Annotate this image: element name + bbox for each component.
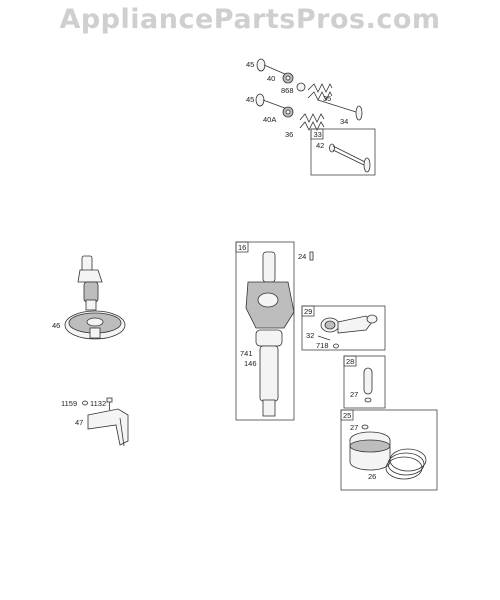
part-42-valve[interactable]: [329, 143, 371, 173]
part-1132-screw[interactable]: [106, 397, 113, 410]
label-27-piston: 27: [350, 423, 358, 432]
part-1159-washer[interactable]: [82, 400, 88, 406]
label-27-pin: 27: [350, 390, 358, 399]
part-24-key[interactable]: [309, 251, 314, 261]
watermark-text: AppliancePartsPros.com: [59, 4, 441, 35]
part-32-bolt[interactable]: [317, 335, 331, 341]
label-741: 741: [240, 349, 253, 358]
label-146: 146: [244, 359, 257, 368]
box-29: 29 32 718: [301, 305, 386, 351]
label-32: 32: [306, 331, 314, 340]
label-25: 25: [343, 411, 351, 420]
label-718: 718: [316, 341, 329, 350]
part-40-seal[interactable]: [282, 72, 294, 84]
box-33: 33 42: [310, 128, 376, 176]
box-16: 16 741 146: [235, 241, 295, 421]
label-47: 47: [75, 418, 83, 427]
part-34-valve[interactable]: [317, 99, 363, 121]
part-28-piston-pin[interactable]: [363, 367, 373, 395]
label-868: 868: [281, 86, 294, 95]
label-1132: 1132: [90, 399, 106, 408]
part-29-connecting-rod[interactable]: [320, 314, 378, 334]
part-35-spring[interactable]: [307, 83, 333, 101]
label-45-lower: 45: [246, 95, 254, 104]
part-40a-seal[interactable]: [282, 106, 294, 118]
label-36: 36: [285, 130, 293, 139]
label-46: 46: [52, 321, 60, 330]
label-24: 24: [298, 252, 306, 261]
label-34: 34: [340, 117, 348, 126]
part-27-clip-b[interactable]: [361, 424, 369, 430]
part-25-piston[interactable]: [349, 431, 391, 471]
label-16: 16: [238, 243, 246, 252]
part-36-spring[interactable]: [299, 113, 325, 131]
part-718-washer[interactable]: [333, 343, 339, 349]
governor-group: 1159 1132 47: [61, 397, 129, 447]
box-25: 25 27 26: [340, 409, 438, 491]
label-29: 29: [304, 307, 312, 316]
part-27-clip-a[interactable]: [364, 397, 372, 403]
part-46-camshaft[interactable]: 46: [52, 255, 126, 340]
label-33: 33: [314, 130, 322, 139]
part-47-bracket[interactable]: [87, 408, 129, 447]
label-28: 28: [346, 357, 354, 366]
label-40: 40: [267, 74, 275, 83]
label-26: 26: [368, 472, 376, 481]
part-868-retainer[interactable]: [296, 82, 306, 92]
label-42: 42: [316, 141, 324, 150]
label-45-upper: 45: [246, 60, 254, 69]
valve-group: 45 40 868 35 34 45 40A 36: [246, 58, 363, 139]
part-16-crankshaft[interactable]: [245, 251, 295, 417]
part-26-ring-set[interactable]: [385, 448, 427, 480]
label-35: 35: [323, 94, 331, 103]
label-40a: 40A: [263, 115, 276, 124]
box-28: 28 27: [343, 355, 386, 409]
part-45-valve-upper[interactable]: [256, 58, 293, 78]
label-1159: 1159: [61, 399, 77, 408]
